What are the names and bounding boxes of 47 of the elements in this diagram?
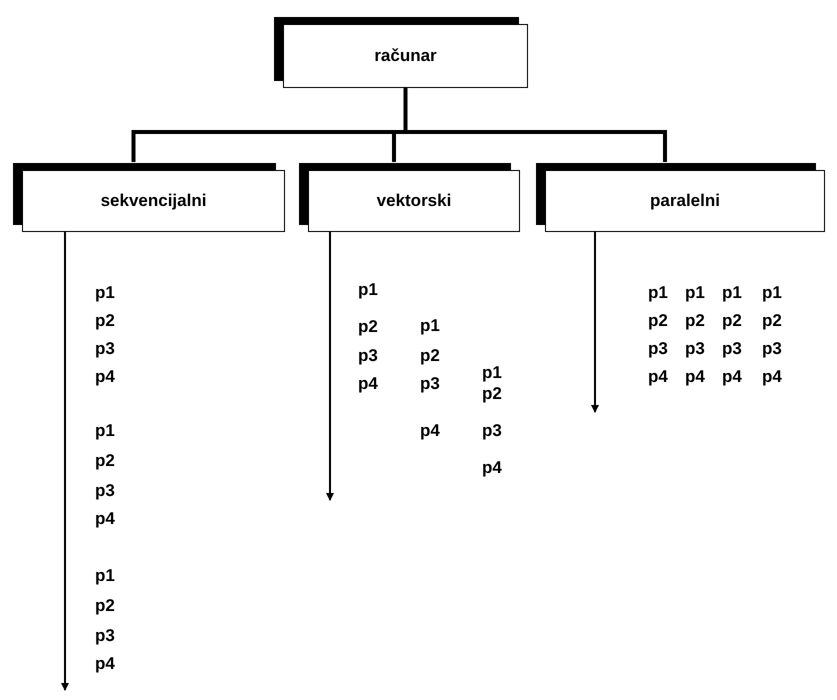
process-label: p3 — [762, 339, 782, 359]
process-label: p3 — [648, 339, 668, 359]
process-label: p3 — [420, 374, 440, 394]
time-arrow — [61, 232, 69, 691]
process-label: p2 — [420, 346, 440, 366]
process-label: p1 — [762, 283, 782, 303]
process-label: p4 — [95, 654, 115, 674]
time-arrow — [591, 232, 599, 413]
process-label: p1 — [685, 283, 705, 303]
process-label: p3 — [95, 481, 115, 501]
process-label: p4 — [95, 367, 115, 387]
process-label: p3 — [722, 339, 742, 359]
process-label: p2 — [482, 384, 502, 404]
time-arrow — [326, 232, 334, 501]
process-label: p3 — [685, 339, 705, 359]
process-label: p1 — [648, 283, 668, 303]
process-label: p1 — [420, 316, 440, 336]
process-label: p1 — [482, 363, 502, 383]
process-label: p1 — [95, 566, 115, 586]
process-label: p2 — [95, 451, 115, 471]
process-label: p2 — [722, 311, 742, 331]
process-label: p1 — [358, 280, 378, 300]
process-label: p2 — [95, 596, 115, 616]
process-label: p4 — [762, 367, 782, 387]
process-label: p1 — [722, 283, 742, 303]
process-label: p1 — [95, 283, 115, 303]
process-label: p3 — [358, 346, 378, 366]
node-label: paralelni — [650, 191, 720, 211]
process-label: p4 — [358, 374, 378, 394]
process-label: p1 — [95, 421, 115, 441]
process-label: p2 — [685, 311, 705, 331]
process-label: p2 — [648, 311, 668, 331]
process-label: p2 — [95, 311, 115, 331]
process-label: p3 — [95, 339, 115, 359]
process-label: p2 — [358, 317, 378, 337]
process-label: p4 — [685, 367, 705, 387]
process-label: p4 — [648, 367, 668, 387]
process-label: p3 — [95, 626, 115, 646]
process-label: p2 — [762, 311, 782, 331]
node-label: sekvencijalni — [100, 191, 206, 211]
process-label: p4 — [482, 458, 502, 478]
process-label: p4 — [722, 367, 742, 387]
process-label: p4 — [95, 509, 115, 529]
process-label: p3 — [482, 421, 502, 441]
node-label: vektorski — [376, 191, 452, 211]
node-label: računar — [374, 46, 437, 66]
process-label: p4 — [420, 421, 440, 441]
